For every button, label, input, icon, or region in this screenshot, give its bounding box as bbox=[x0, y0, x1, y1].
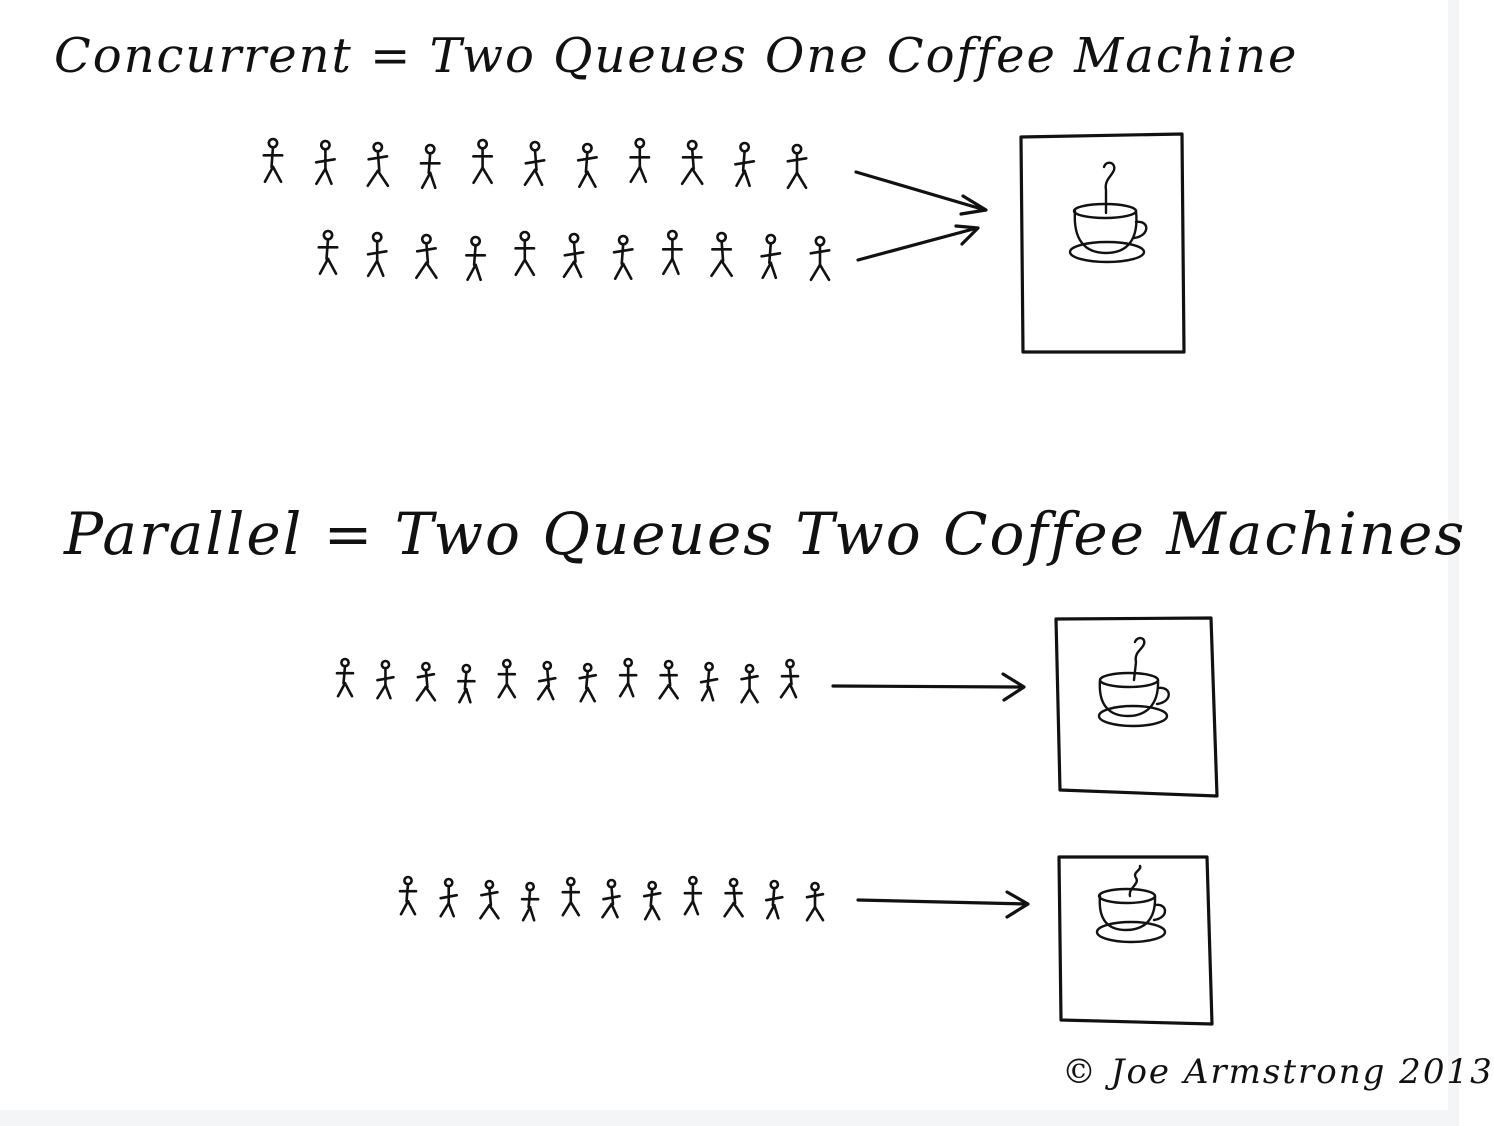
stick-figure-icon bbox=[536, 660, 557, 701]
bottom-margin bbox=[0, 1110, 1459, 1126]
stick-figure-icon bbox=[576, 142, 598, 189]
stick-figure-icon bbox=[683, 875, 703, 916]
parallel-title: Parallel = Two Queues Two Coffee Machine… bbox=[64, 500, 1467, 568]
stick-figure-icon bbox=[479, 879, 500, 920]
stick-figure-icon bbox=[786, 143, 808, 190]
arrow-icon bbox=[854, 170, 988, 216]
credit-signature: © Joe Armstrong 2013 bbox=[1062, 1052, 1494, 1092]
stick-figure-icon bbox=[680, 139, 704, 186]
stick-figure-icon bbox=[561, 876, 581, 917]
stick-figure-icon bbox=[805, 881, 825, 922]
coffee-cup-icon bbox=[1097, 636, 1170, 728]
stick-figure-icon bbox=[740, 663, 759, 704]
coffee-machine bbox=[1057, 855, 1214, 1026]
stick-figure-icon bbox=[734, 141, 756, 188]
stick-figure-icon bbox=[809, 235, 831, 282]
concurrent-queue-2 bbox=[317, 229, 831, 282]
stick-figure-icon bbox=[415, 661, 437, 702]
coffee-cup-icon bbox=[1068, 161, 1148, 264]
stick-figure-icon bbox=[398, 875, 418, 916]
arrow-icon bbox=[831, 672, 1026, 702]
stick-figure-icon bbox=[415, 233, 438, 280]
arrow-icon bbox=[856, 890, 1030, 919]
stick-figure-icon bbox=[317, 229, 339, 276]
stick-figure-icon bbox=[764, 879, 784, 920]
stick-figure-icon bbox=[419, 143, 441, 190]
stick-figure-icon bbox=[618, 657, 638, 698]
right-margin bbox=[1448, 0, 1459, 1126]
stick-figure-icon bbox=[642, 880, 662, 921]
parallel-section bbox=[335, 616, 1219, 1026]
stick-figure-icon bbox=[366, 231, 388, 278]
stick-figure-icon bbox=[658, 659, 679, 700]
stick-figure-icon bbox=[465, 235, 487, 282]
drawing-sheet bbox=[0, 0, 1448, 1110]
stick-figure-icon bbox=[723, 877, 744, 918]
stick-figure-icon bbox=[376, 659, 395, 700]
stick-figure-icon bbox=[779, 658, 800, 699]
stick-figure-icon bbox=[457, 663, 476, 704]
stick-figure-icon bbox=[497, 658, 517, 699]
stick-figure-icon bbox=[262, 137, 284, 184]
stick-figure-icon bbox=[629, 137, 651, 184]
coffee-machine bbox=[1054, 616, 1219, 798]
stick-figure-icon bbox=[366, 141, 390, 188]
arrow-icon bbox=[856, 224, 980, 262]
stick-figure-icon bbox=[661, 229, 683, 276]
coffee-machine bbox=[1019, 132, 1186, 354]
concurrent-title: Concurrent = Two Queues One Coffee Machi… bbox=[54, 28, 1299, 84]
concurrent-queue-1 bbox=[262, 137, 808, 190]
stick-figure-icon bbox=[601, 878, 621, 919]
stick-figure-icon bbox=[710, 231, 733, 278]
stick-figure-icon bbox=[699, 661, 719, 702]
stick-figure-icon bbox=[472, 138, 494, 185]
coffee-cup-icon bbox=[1095, 864, 1167, 944]
stick-figure-icon bbox=[514, 230, 536, 277]
concurrent-section bbox=[262, 132, 1186, 354]
stick-figure-icon bbox=[523, 140, 546, 187]
parallel-queue-1 bbox=[335, 657, 800, 704]
stick-figure-icon bbox=[578, 662, 598, 703]
stick-figure-icon bbox=[314, 139, 336, 186]
stick-figure-icon bbox=[562, 232, 585, 279]
parallel-queue-2 bbox=[398, 875, 825, 922]
stick-figure-icon bbox=[760, 233, 782, 280]
diagram-canvas bbox=[262, 132, 1219, 1026]
stick-figure-icon bbox=[520, 881, 540, 922]
stick-figure-icon bbox=[439, 877, 459, 918]
stick-figure-icon bbox=[335, 657, 355, 698]
stick-figure-icon bbox=[612, 234, 634, 281]
